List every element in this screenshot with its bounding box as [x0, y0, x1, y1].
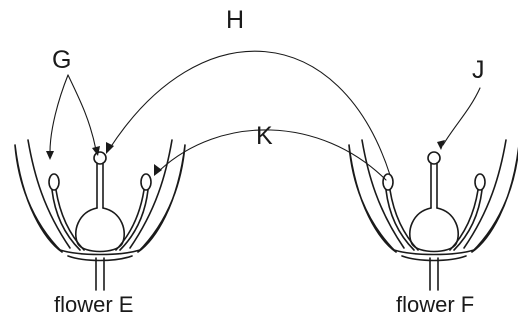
label-g: G [52, 46, 72, 74]
flower-e-drawing [14, 139, 186, 291]
flower-e-label: flower E [54, 292, 134, 317]
label-k: K [256, 122, 273, 150]
flower-f-drawing [348, 139, 518, 291]
label-j: J [472, 56, 485, 84]
arrow-k [154, 129, 387, 181]
label-h: H [226, 6, 245, 34]
arrow-h [106, 50, 391, 176]
arrow-j [437, 87, 481, 150]
arrow-g [46, 74, 100, 160]
flower-f-label: flower F [396, 292, 475, 317]
